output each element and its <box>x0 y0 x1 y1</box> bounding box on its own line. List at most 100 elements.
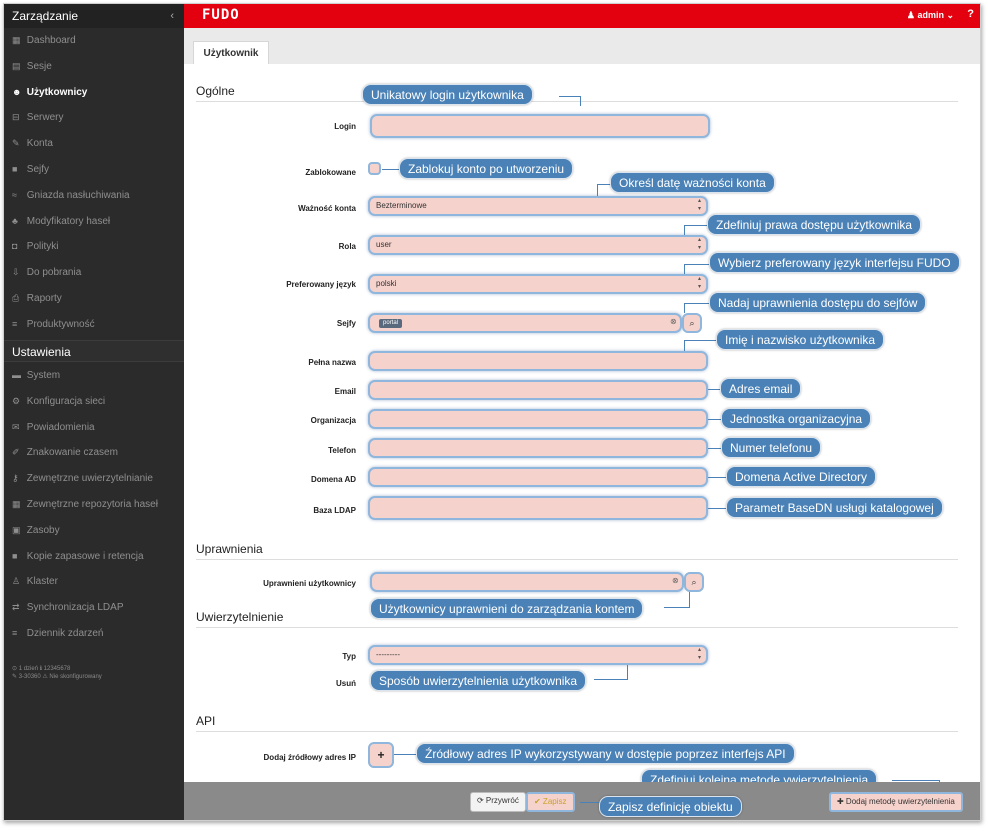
authorized-input[interactable] <box>370 572 684 592</box>
sidebar-item-label: Sejfy <box>26 164 50 175</box>
org-input[interactable] <box>368 409 708 429</box>
connector <box>394 754 416 755</box>
connector <box>708 508 728 509</box>
sidebar-item-label: Znakowanie czasem <box>26 447 118 459</box>
phone-input[interactable] <box>368 438 708 458</box>
email-input[interactable] <box>368 380 708 400</box>
sidebar-item-items25[interactable]: ▦ Zewnętrzne repozytoria haseł <box>4 492 184 516</box>
download-icon: ⇩ <box>12 267 20 278</box>
language-select[interactable]: polski <box>368 274 708 294</box>
sidebar-item-items26[interactable]: ▣ Zasoby <box>4 518 184 542</box>
authorized-label: Uprawnieni użytkownicy <box>263 579 356 588</box>
sidebar-status-1: ⊙ 1 dzień ℹ 12345678 <box>12 666 71 672</box>
search-icon: ⌕ <box>691 577 697 587</box>
sidebar-item-items8[interactable]: ◘ Polityki <box>4 234 184 258</box>
key-icon: ✎ <box>12 138 20 149</box>
login-input[interactable] <box>370 114 710 138</box>
search-icon: ⌕ <box>689 318 695 328</box>
section-general: Ogólne <box>196 84 958 102</box>
connector <box>684 264 710 274</box>
connector <box>664 592 690 608</box>
add-auth-method-button[interactable]: ✚ Dodaj metodę uwierzytelnienia <box>829 792 963 812</box>
org-label: Organizacja <box>310 416 356 425</box>
sidebar-title: Zarządzanie <box>12 9 79 23</box>
modifier-icon: ♣ <box>12 215 18 226</box>
sidebar-item-label: Gniazda nasłuchiwania <box>26 189 130 201</box>
collapse-sidebar-icon[interactable]: ‹ <box>170 10 174 22</box>
safes-label: Sejfy <box>336 319 356 328</box>
safe-tag[interactable]: portal <box>379 319 403 328</box>
callout-blocked: Zablokuj konto po utworzeniu <box>399 158 574 179</box>
sidebar-item-items22[interactable]: ✉ Powiadomienia <box>4 415 184 439</box>
safes-input[interactable] <box>368 313 682 333</box>
edit-icon: ✐ <box>12 447 20 458</box>
app-window: Zarządzanie ‹ ▦ Dashboard▤ Sesje☻ Użytko… <box>3 3 981 821</box>
shield-icon: ◘ <box>12 241 18 252</box>
users-icon: ☻ <box>12 86 22 97</box>
tab-bar: Użytkownik <box>184 28 980 65</box>
clear-authorized-icon[interactable]: ⊗ <box>672 576 679 585</box>
user-menu[interactable]: ♟ admin ⌄ <box>906 10 954 20</box>
sidebar-item-label: Zewnętrzne repozytoria haseł <box>26 499 158 510</box>
sidebar-item-label: Użytkownicy <box>26 86 88 98</box>
auth-type-select[interactable]: --------- <box>368 645 708 665</box>
fullname-label: Pełna nazwa <box>308 358 356 367</box>
section-authentication: Uwierzytelnienie <box>196 610 958 628</box>
sidebar-item-items0[interactable]: ▦ Dashboard <box>4 28 184 52</box>
sidebar-item-items1[interactable]: ▤ Sesje <box>4 54 184 78</box>
sidebar-item-items23[interactable]: ✐ Znakowanie czasem <box>4 440 184 464</box>
callout-api: Źródłowy adres IP wykorzystywany w dostę… <box>416 743 795 764</box>
fullname-input[interactable] <box>368 351 708 371</box>
clear-safes-icon[interactable]: ⊗ <box>670 317 677 326</box>
sidebar-item-label: Zewnętrzne uwierzytelnianie <box>26 473 153 485</box>
sidebar-item-label: Kopie zapasowe i retencja <box>26 550 144 562</box>
search-safes-button[interactable]: ⌕ <box>682 313 702 333</box>
callout-fullname: Imię i nazwisko użytkownika <box>716 329 885 350</box>
connector <box>580 802 600 803</box>
sidebar-item-label: Dziennik zdarzeń <box>26 628 104 639</box>
archive-icon: ■ <box>12 550 18 561</box>
sidebar-item-items27[interactable]: ■ Kopie zapasowe i retencja <box>4 544 184 568</box>
callout-ldap: Parametr BaseDN usługi katalogowej <box>726 497 943 518</box>
sidebar-item-label: Serwery <box>26 112 64 124</box>
sidebar-item-items9[interactable]: ⇩ Do pobrania <box>4 260 184 284</box>
sidebar-item-items21[interactable]: ⚙ Konfiguracja sieci <box>4 389 184 413</box>
ad-input[interactable] <box>368 467 708 487</box>
callout-email: Adres email <box>720 378 802 399</box>
tab-user[interactable]: Użytkownik <box>193 41 269 65</box>
sidebar-item-items4[interactable]: ✎ Konta <box>4 131 184 155</box>
sidebar-item-items29[interactable]: ⇄ Synchronizacja LDAP <box>4 595 184 619</box>
sidebar-item-label: Polityki <box>26 241 59 253</box>
sidebar-status-2: ✎ 3-30360 ⚠ Nie skonfigurowany <box>12 674 102 680</box>
top-bar: FUDO ♟ admin ⌄ ? <box>184 4 980 28</box>
sidebar-item-label: Powiadomienia <box>26 421 95 433</box>
sidebar-item-items210[interactable]: ≡ Dziennik zdarzeń <box>4 621 184 645</box>
sidebar-item-label: Produktywność <box>26 318 95 330</box>
type-label: Typ <box>342 652 356 661</box>
sidebar-item-items7[interactable]: ♣ Modyfikatory haseł <box>4 209 184 233</box>
rss-icon: ≈ <box>12 189 17 200</box>
sidebar-item-items6[interactable]: ≈ Gniazda nasłuchiwania <box>4 183 184 207</box>
ldap-input[interactable] <box>368 496 708 520</box>
role-select[interactable]: user <box>368 235 708 255</box>
add-ip-button[interactable]: + <box>368 742 394 768</box>
sidebar-item-items5[interactable]: ■ Sejfy <box>4 157 184 181</box>
sidebar-item-items10[interactable]: ⎙ Raporty <box>4 286 184 310</box>
sidebar-item-items24[interactable]: ⚷ Zewnętrzne uwierzytelnianie <box>4 466 184 490</box>
connector <box>594 665 628 680</box>
sidebar-item-items28[interactable]: ♙ Klaster <box>4 569 184 593</box>
sidebar-item-items20[interactable]: ▬ System <box>4 363 184 387</box>
sidebar-item-items11[interactable]: ≡ Produktywność <box>4 312 184 336</box>
remove-label: Usuń <box>336 679 356 688</box>
blocked-checkbox[interactable] <box>368 162 381 175</box>
sidebar-item-items3[interactable]: ⊟ Serwery <box>4 105 184 129</box>
validity-select[interactable]: Bezterminowe <box>368 196 708 216</box>
fudo-logo[interactable]: FUDO <box>202 7 240 23</box>
sidebar-item-label: Synchronizacja LDAP <box>26 602 124 614</box>
help-icon[interactable]: ? <box>967 8 974 20</box>
search-authorized-button[interactable]: ⌕ <box>684 572 704 592</box>
sidebar-item-items2[interactable]: ☻ Użytkownicy <box>4 80 184 104</box>
save-button[interactable]: ✔ Zapisz <box>526 792 575 812</box>
safe-icon: ■ <box>12 164 18 174</box>
revert-button[interactable]: ⟳ Przywróć <box>470 792 526 812</box>
